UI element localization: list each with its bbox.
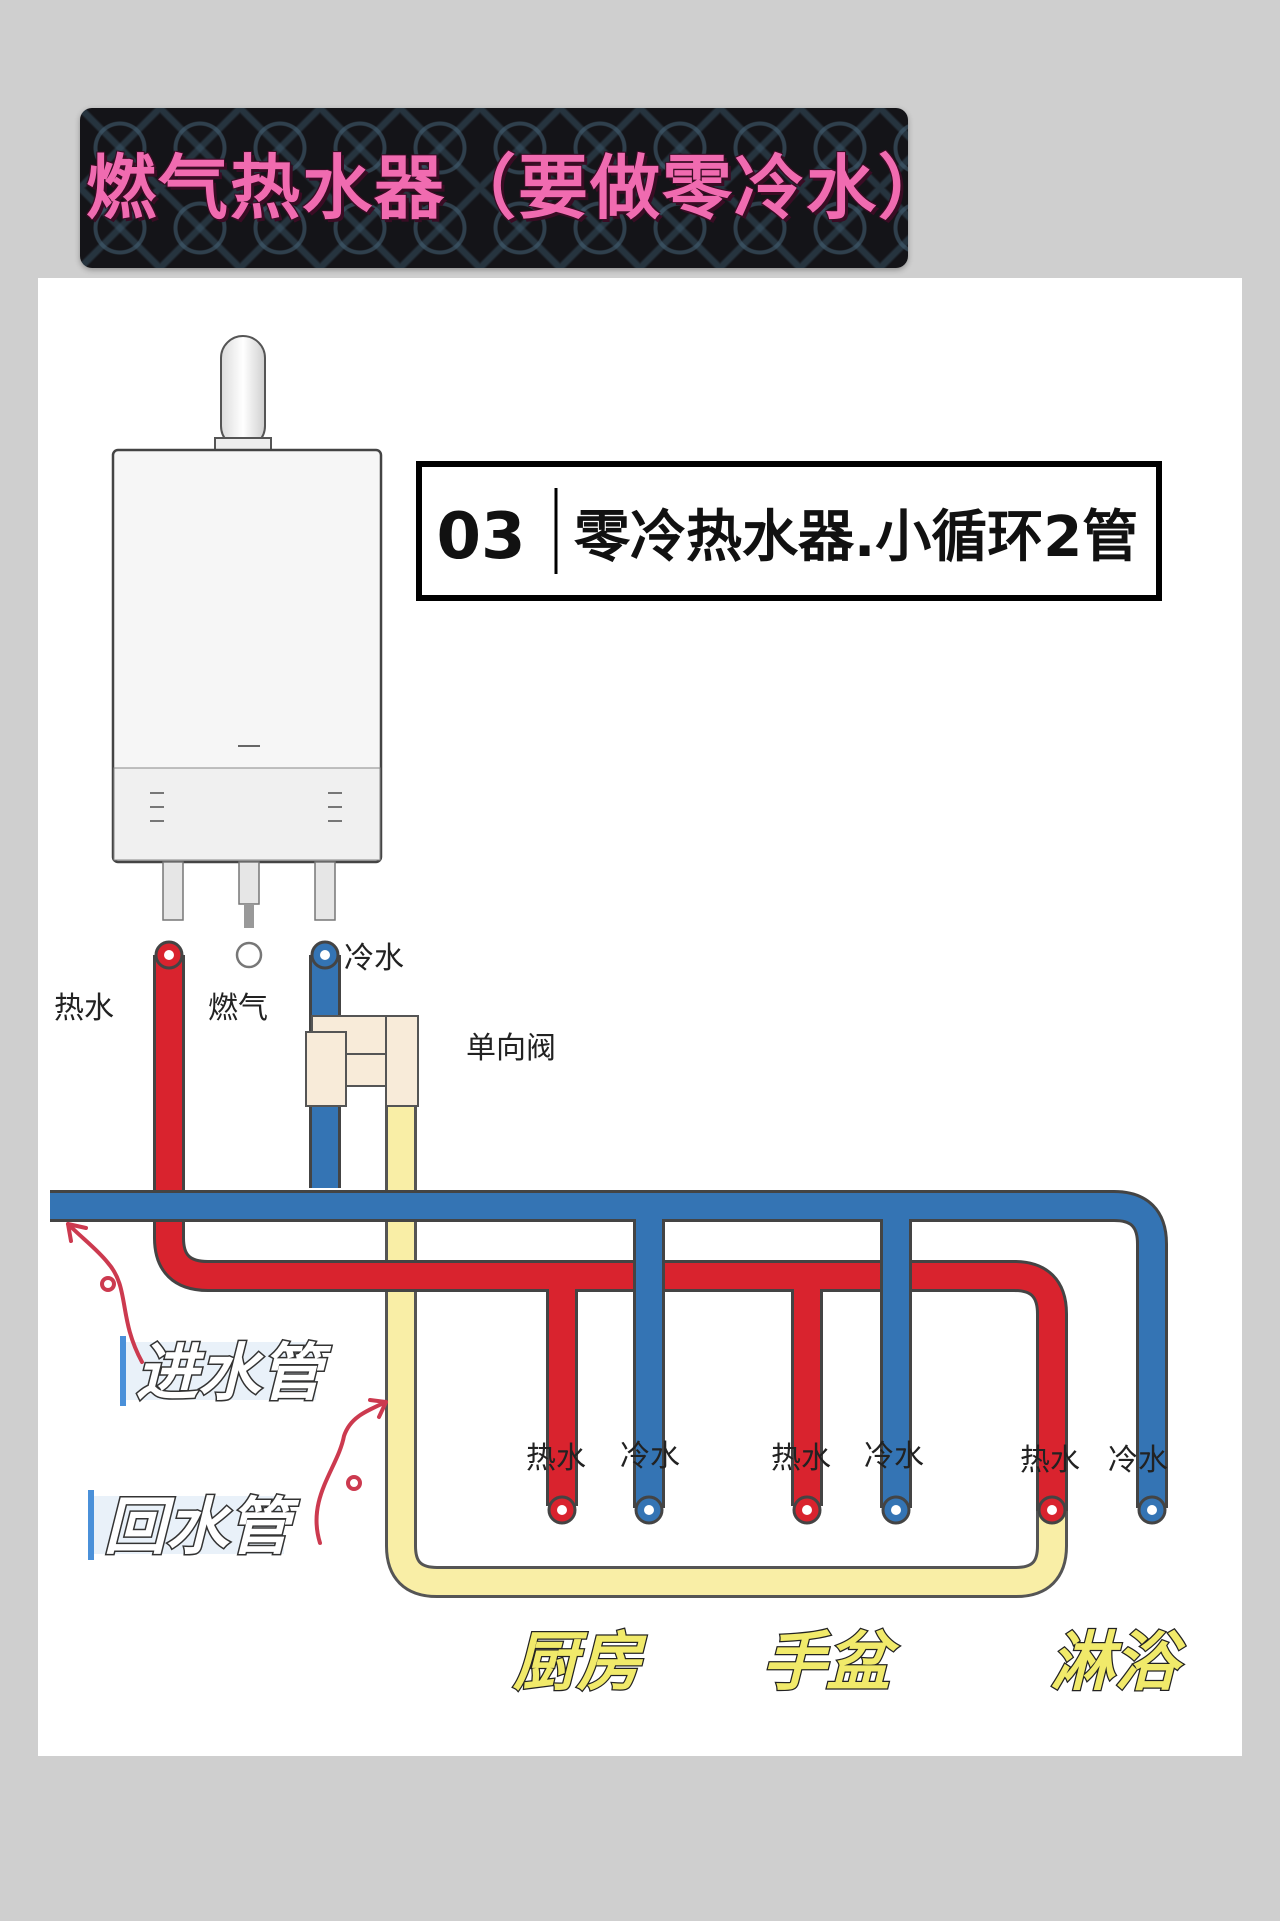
section-number: 03 xyxy=(436,500,525,574)
return-pipe xyxy=(385,1091,1068,1598)
heater-gas-label: 燃气 xyxy=(208,991,268,1026)
basin-cold-label: 冷水 xyxy=(864,1439,924,1474)
check-valve xyxy=(305,1015,419,1107)
diagram-panel: 03 零冷热水器.小循环2管 xyxy=(38,278,1242,1756)
kitchen-cold-label: 冷水 xyxy=(620,1439,680,1474)
cold-water-pipe xyxy=(50,955,1168,1508)
kitchen-hot-label: 热水 xyxy=(526,1441,586,1476)
shower-label: 淋浴 xyxy=(1050,1626,1186,1700)
inlet-pipe-tag: 进水管 xyxy=(120,1335,334,1411)
heater-vent-right xyxy=(328,792,342,822)
section-title-box: 03 零冷热水器.小循环2管 xyxy=(416,461,1162,601)
plumbing-diagram: 03 零冷热水器.小循环2管 xyxy=(50,335,1187,1701)
return-pipe-label: 回水管 xyxy=(104,1490,300,1563)
gas-fitting xyxy=(238,861,260,905)
water-heater xyxy=(111,335,383,969)
shower-hot-label: 热水 xyxy=(1020,1443,1080,1478)
gas-outlet xyxy=(235,941,263,969)
section-title: 零冷热水器.小循环2管 xyxy=(574,505,1138,570)
basin-hot-label: 热水 xyxy=(771,1441,831,1476)
return-arrow xyxy=(314,1398,388,1545)
pipe-end-caps xyxy=(154,940,1167,1525)
kitchen-label: 厨房 xyxy=(513,1626,647,1700)
heater-control-panel xyxy=(113,767,381,861)
shower-cold-label: 冷水 xyxy=(1108,1443,1168,1478)
hot-fitting xyxy=(162,861,184,921)
basin-label: 手盆 xyxy=(762,1626,900,1700)
check-valve-label: 单向阀 xyxy=(466,1031,556,1066)
title-banner: 燃气热水器（要做零冷水） xyxy=(80,108,908,268)
page-title: 燃气热水器（要做零冷水） xyxy=(86,147,908,229)
heater-vent-left xyxy=(150,792,164,822)
hot-water-pipe xyxy=(153,955,1068,1511)
flue-collar xyxy=(214,437,272,451)
heater-cold-label: 冷水 xyxy=(344,941,404,976)
heater-hot-label: 热水 xyxy=(54,991,114,1026)
return-pipe-tag: 回水管 xyxy=(88,1489,302,1565)
flue-pipe xyxy=(220,335,266,449)
inlet-arrow xyxy=(66,1222,144,1364)
cold-fitting xyxy=(314,861,336,921)
inlet-pipe-label: 进水管 xyxy=(136,1336,332,1409)
